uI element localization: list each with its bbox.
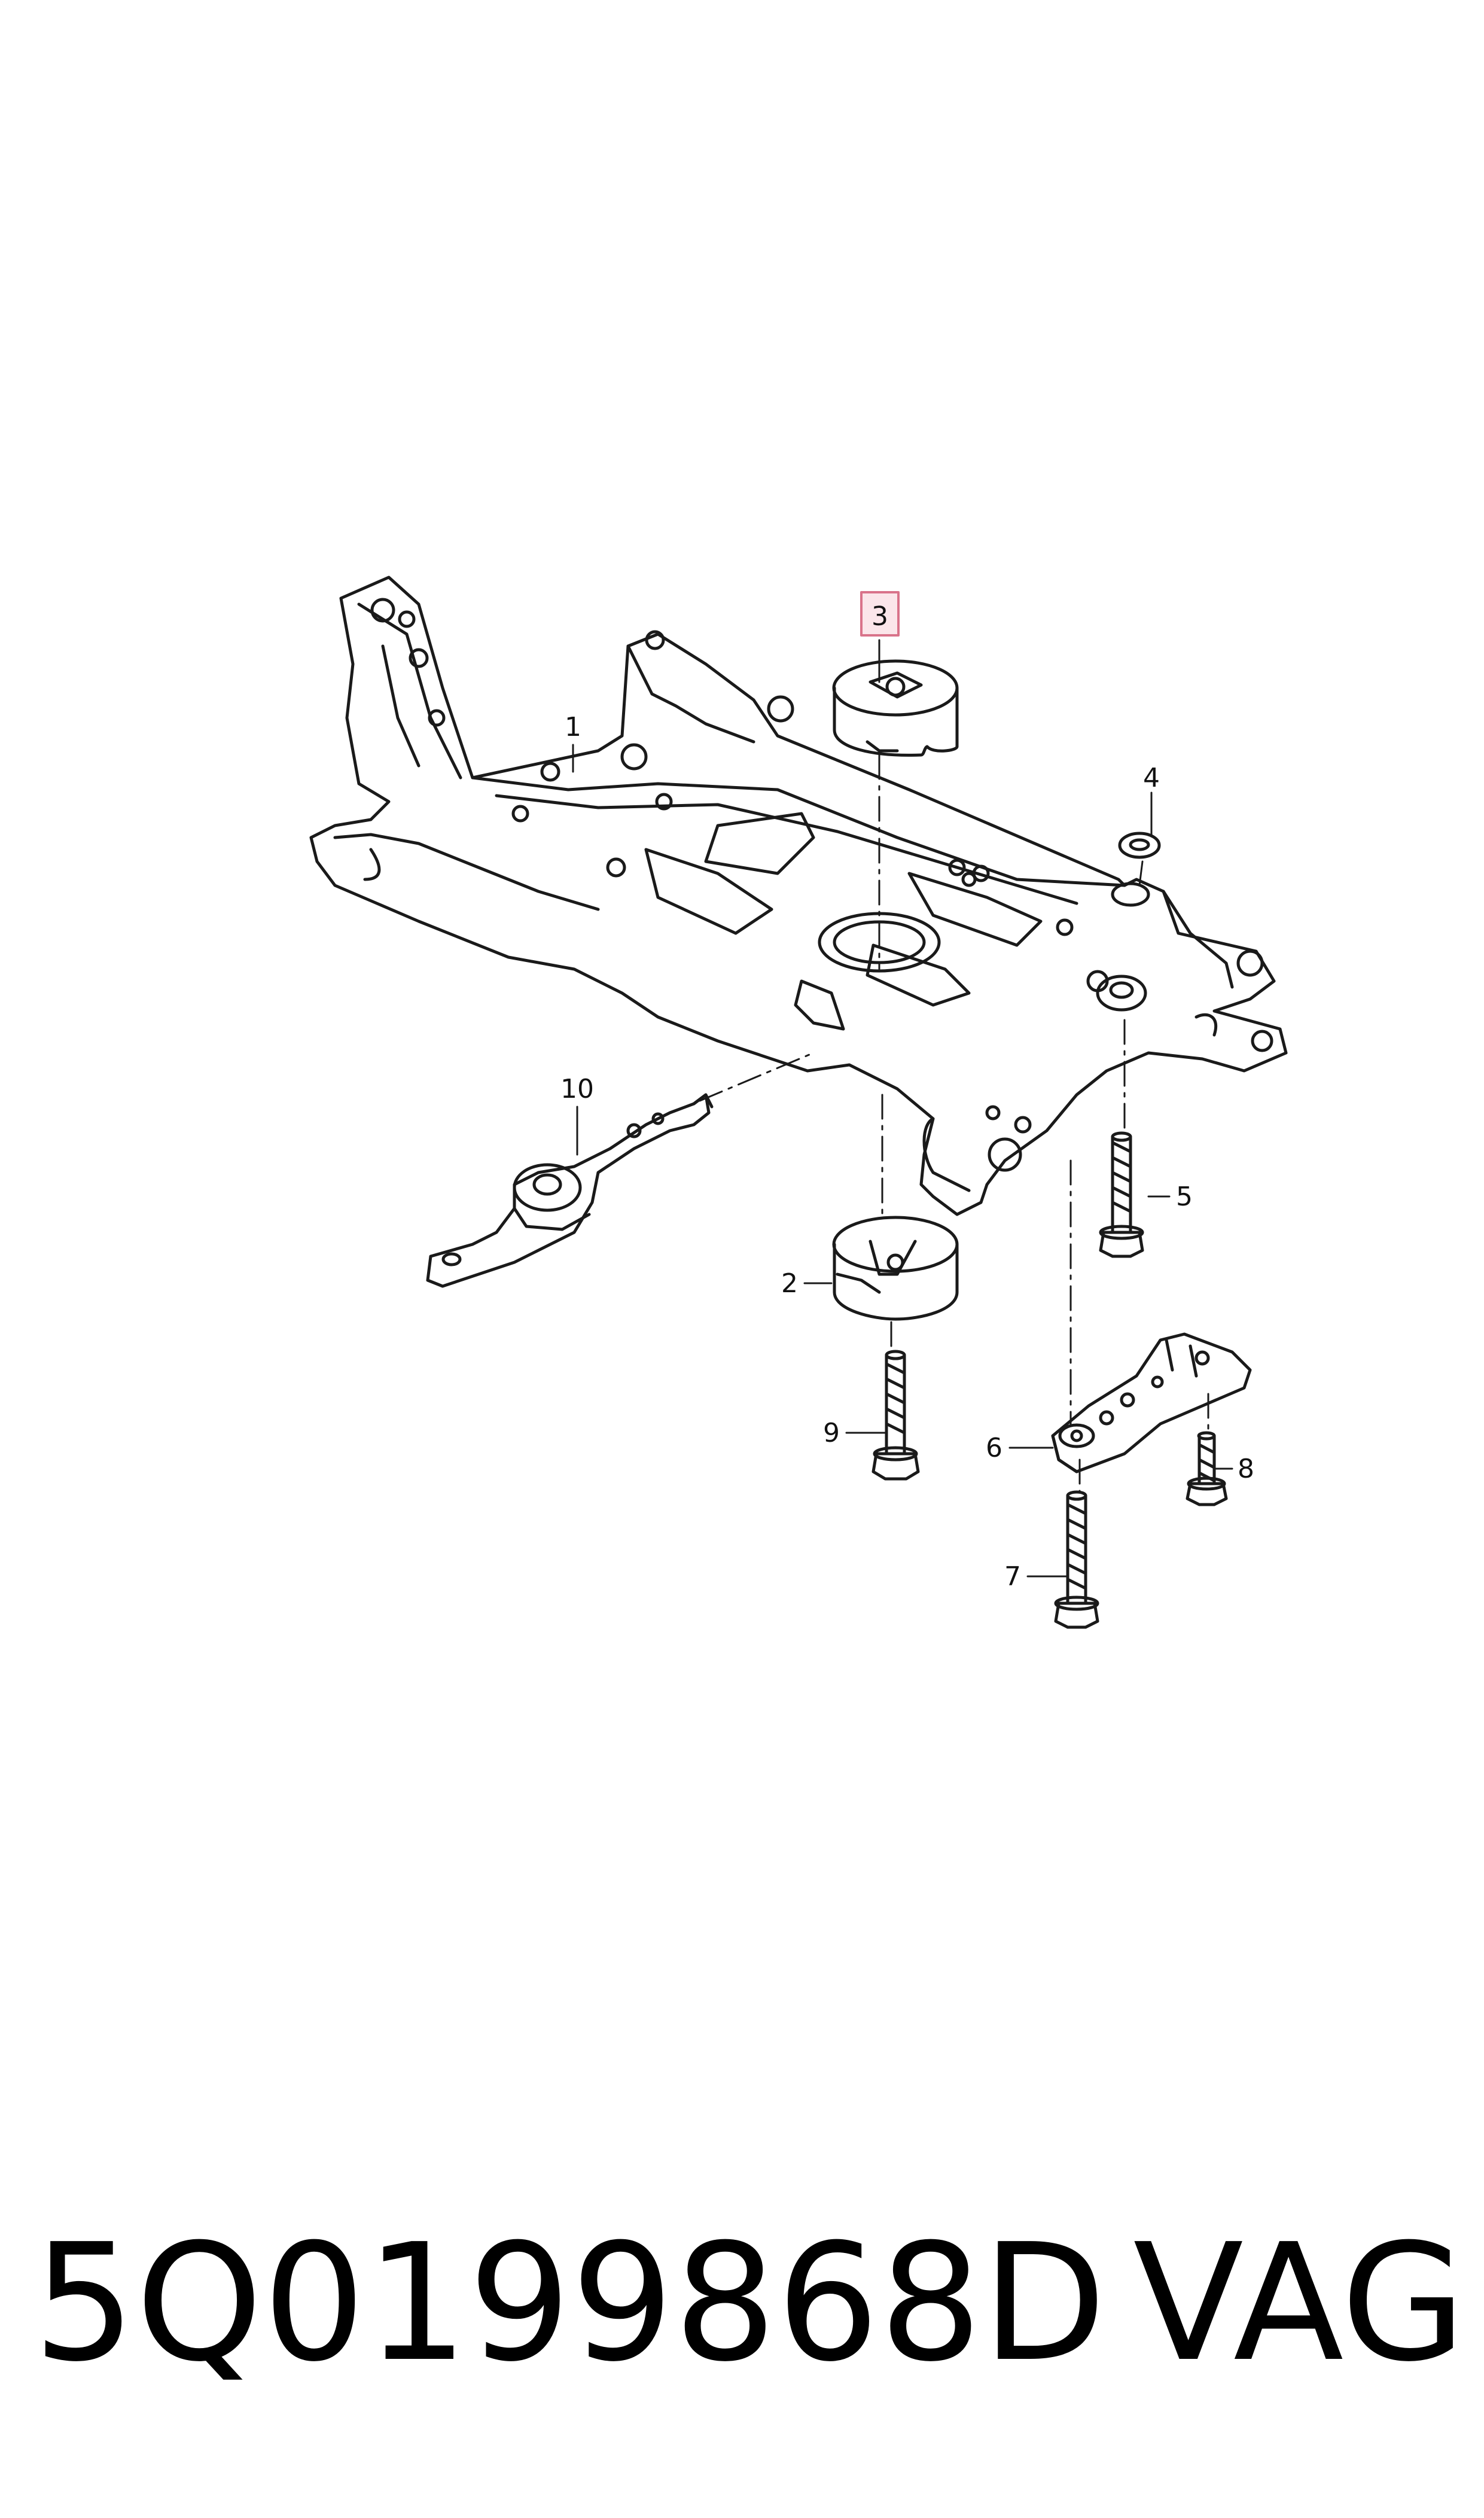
bolt-5: [1099, 1131, 1144, 1258]
bolt-7: [1054, 1490, 1099, 1629]
callout-3-highlight-box: [860, 591, 900, 637]
brand-name: VAG: [1133, 2209, 1466, 2397]
bolt-9: [871, 1350, 920, 1481]
torque-rod: [426, 1093, 714, 1288]
bolt-8: [1186, 1431, 1228, 1506]
callout-labels: 1 2 3 4 5 6 7 8 9 10: [560, 601, 1254, 1592]
bushing-lower: [832, 1216, 959, 1321]
callout-3: 3: [871, 601, 888, 632]
bushing-upper: [832, 659, 959, 757]
callout-5: 5: [1176, 1182, 1193, 1212]
washer: [1118, 832, 1161, 859]
callout-8: 8: [1238, 1454, 1254, 1484]
leader-lines: [572, 639, 1233, 1578]
subframe: [309, 576, 1288, 1216]
callout-4: 4: [1143, 763, 1160, 793]
callout-10: 10: [560, 1074, 594, 1104]
bracket: [1051, 1332, 1252, 1473]
assembly-lines: [699, 754, 1209, 1494]
callout-9: 9: [823, 1418, 840, 1448]
part-number: 5Q0199868D: [33, 2209, 1107, 2397]
callout-7: 7: [1004, 1561, 1021, 1592]
callout-1: 1: [565, 712, 581, 742]
callout-6: 6: [986, 1433, 1002, 1463]
callout-2: 2: [781, 1268, 798, 1299]
